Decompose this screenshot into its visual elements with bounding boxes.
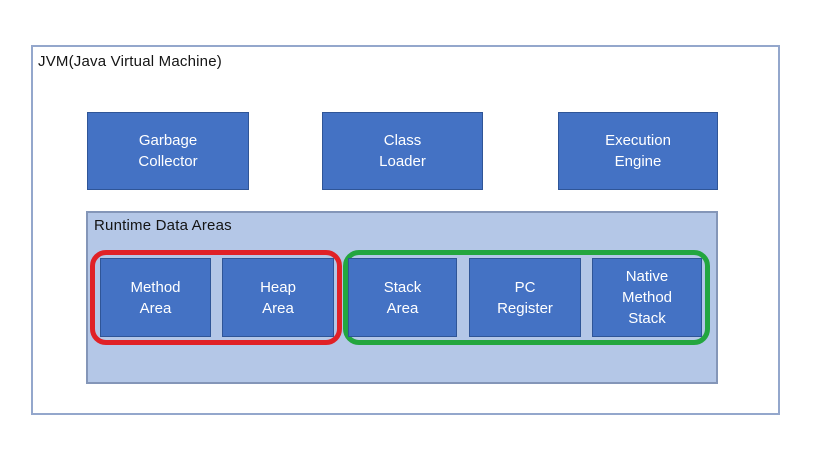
runtime-data-areas-label: Runtime Data Areas [94, 217, 232, 234]
jvm-title: JVM(Java Virtual Machine) [38, 53, 222, 70]
class-loader-box: Class Loader [322, 112, 483, 190]
green-highlight-group [343, 250, 710, 345]
pc-register-box: PC Register [469, 258, 581, 337]
execution-engine-box: Execution Engine [558, 112, 718, 190]
heap-area-box: Heap Area [222, 258, 334, 337]
native-method-stack-box: Native Method Stack [592, 258, 702, 337]
stack-area-box: Stack Area [348, 258, 457, 337]
method-area-box: Method Area [100, 258, 211, 337]
red-highlight-group [90, 250, 342, 345]
garbage-collector-box: Garbage Collector [87, 112, 249, 190]
